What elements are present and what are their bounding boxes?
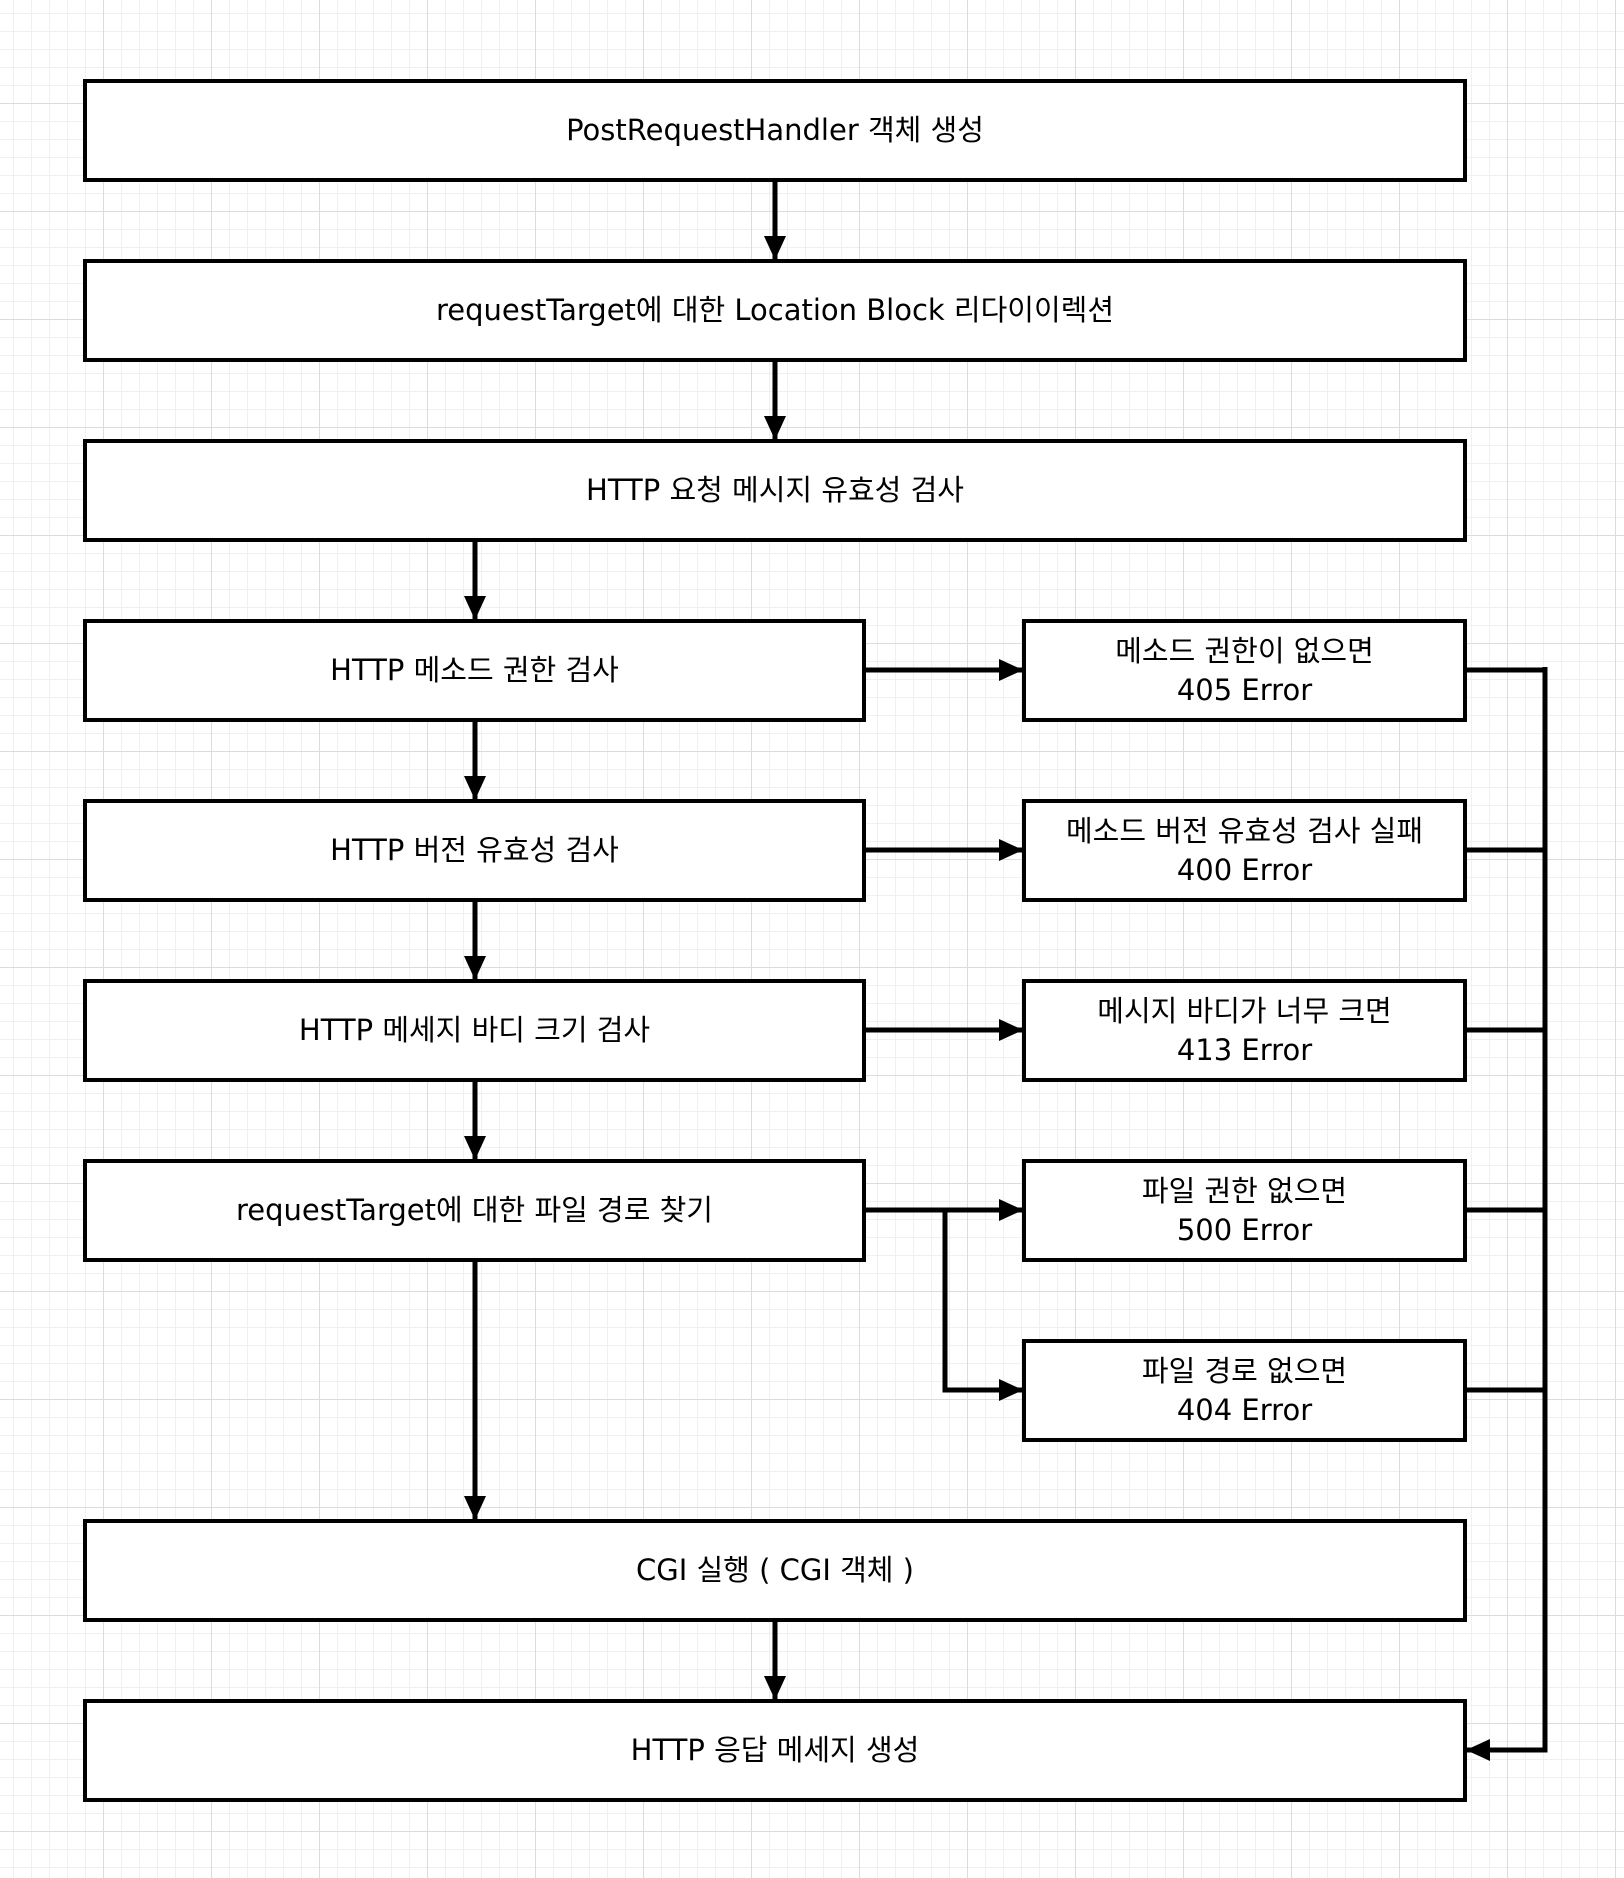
error-500-box: 파일 권한 없으면 500 Error [1022, 1159, 1467, 1262]
step-find-file-path-label: requestTarget에 대한 파일 경로 찾기 [236, 1193, 713, 1227]
step-create-response: HTTP 응답 메세지 생성 [83, 1699, 1467, 1802]
step-location-redirect-label: requestTarget에 대한 Location Block 리다이이렉션 [435, 293, 1115, 327]
error-413-code: 413 Error [1176, 1032, 1313, 1067]
step-check-body-size: HTTP 메세지 바디 크기 검사 [83, 979, 866, 1082]
error-413-condition: 메시지 바디가 너무 크면 [1097, 993, 1392, 1028]
error-405-code: 405 Error [1176, 672, 1313, 707]
step-find-file-path: requestTarget에 대한 파일 경로 찾기 [83, 1159, 866, 1262]
step-check-version: HTTP 버전 유효성 검사 [83, 799, 866, 902]
step-run-cgi-label: CGI 실행 ( CGI 객체 ) [636, 1553, 914, 1587]
arrow-path-to-404 [942, 1210, 1023, 1401]
error-500-code: 500 Error [1176, 1212, 1313, 1247]
error-404-code: 404 Error [1176, 1392, 1313, 1427]
error-404-box: 파일 경로 없으면 404 Error [1022, 1339, 1467, 1442]
error-404-condition: 파일 경로 없으면 [1141, 1353, 1348, 1388]
step-create-handler-label: PostRequestHandler 객체 생성 [566, 113, 984, 147]
step-check-version-label: HTTP 버전 유효성 검사 [330, 833, 619, 867]
step-check-method-label: HTTP 메소드 권한 검사 [330, 653, 619, 687]
step-validate-message: HTTP 요청 메시지 유효성 검사 [83, 439, 1467, 542]
step-create-handler: PostRequestHandler 객체 생성 [83, 79, 1467, 182]
error-400-code: 400 Error [1176, 852, 1313, 887]
arrow-errors-to-response [1466, 667, 1548, 1761]
error-405-box: 메소드 권한이 없으면 405 Error [1022, 619, 1467, 722]
error-500-condition: 파일 권한 없으면 [1141, 1173, 1348, 1208]
step-check-body-size-label: HTTP 메세지 바디 크기 검사 [298, 1013, 651, 1047]
step-location-redirect: requestTarget에 대한 Location Block 리다이이렉션 [83, 259, 1467, 362]
error-400-box: 메소드 버전 유효성 검사 실패 400 Error [1022, 799, 1467, 902]
step-validate-message-label: HTTP 요청 메시지 유효성 검사 [586, 473, 964, 507]
step-check-method: HTTP 메소드 권한 검사 [83, 619, 866, 722]
error-405-condition: 메소드 권한이 없으면 [1115, 633, 1374, 668]
error-400-condition: 메소드 버전 유효성 검사 실패 [1065, 813, 1424, 848]
step-run-cgi: CGI 실행 ( CGI 객체 ) [83, 1519, 1467, 1622]
step-create-response-label: HTTP 응답 메세지 생성 [630, 1733, 920, 1767]
error-413-box: 메시지 바디가 너무 크면 413 Error [1022, 979, 1467, 1082]
